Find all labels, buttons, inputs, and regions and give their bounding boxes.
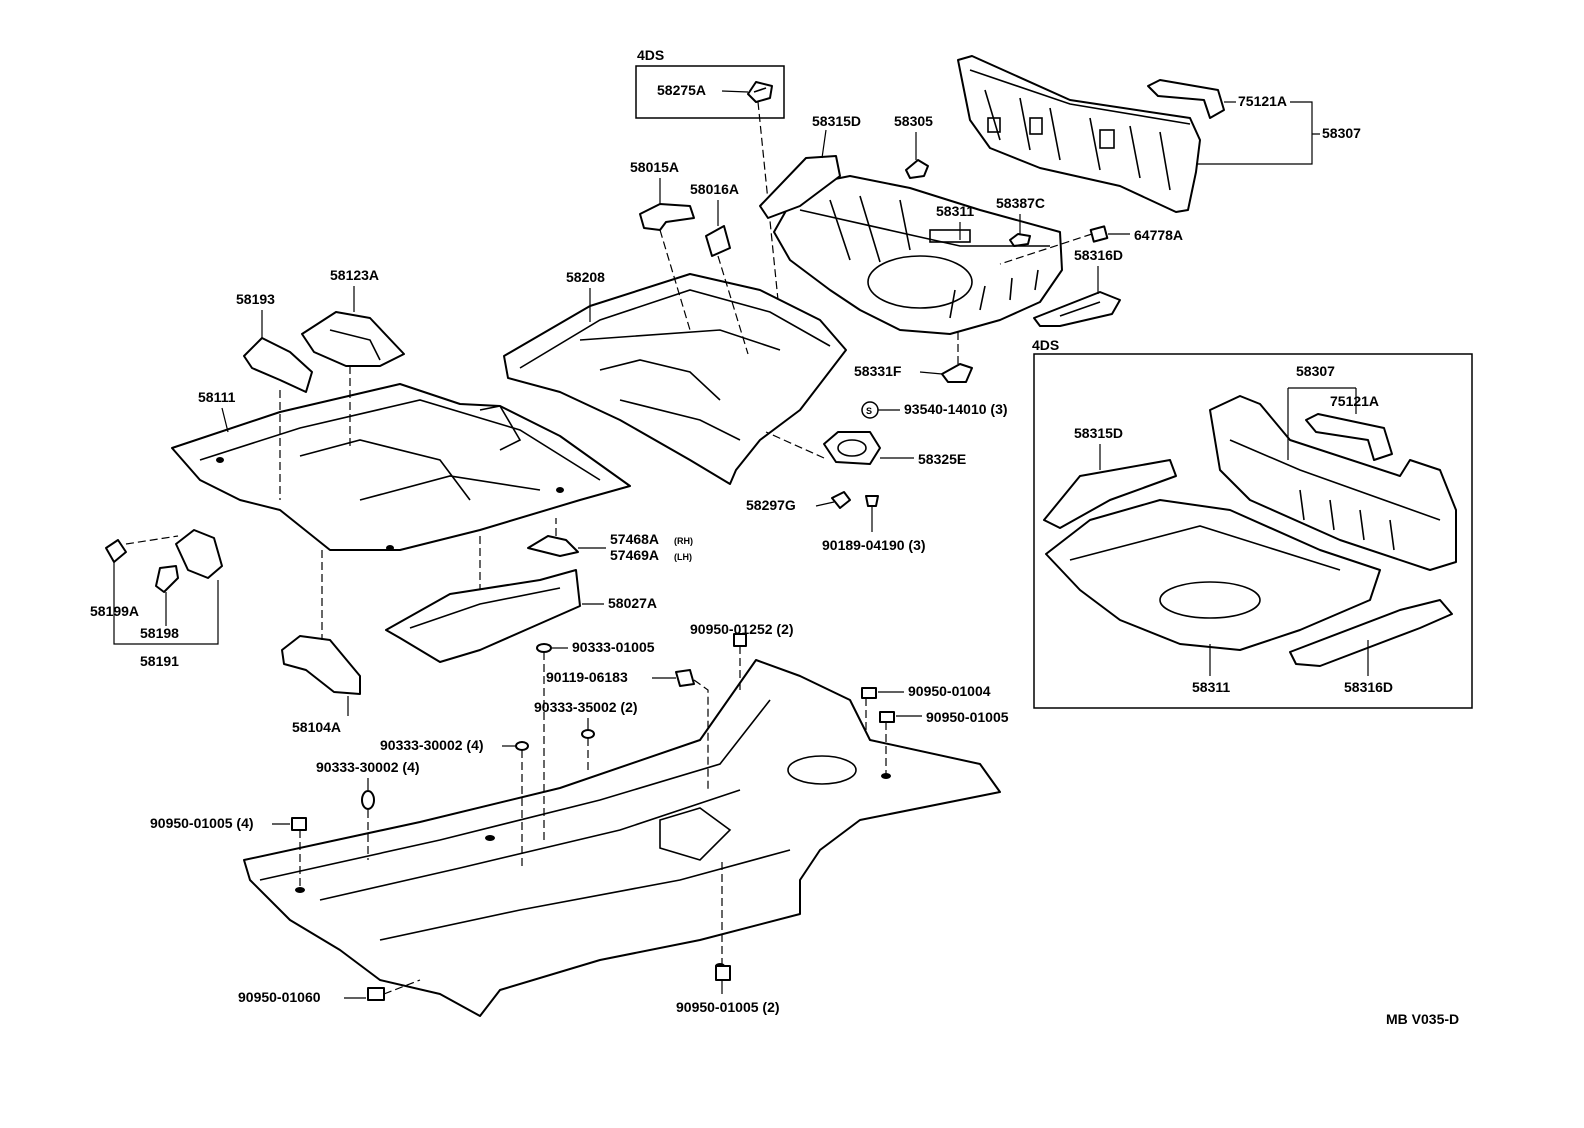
variant-label-top: 4DS [637, 47, 664, 63]
special-symbol: S [866, 406, 872, 416]
callout-75121A: 75121A [1238, 93, 1287, 109]
plug-90333-35002 [581, 729, 595, 739]
plug-90950-01005-2 [715, 965, 731, 981]
part-58305 [905, 159, 929, 179]
callout-box-58311: 58311 [1192, 679, 1230, 695]
callout-box-58307: 58307 [1296, 363, 1335, 379]
callout-57469A-side: (LH) [674, 552, 692, 562]
callout-90333-35002: 90333-35002 (2) [534, 699, 638, 715]
callout-90119-06183: 90119-06183 [546, 669, 628, 685]
callout-58104A: 58104A [292, 719, 341, 735]
callout-58123A: 58123A [330, 267, 379, 283]
callout-box-58316D: 58316D [1344, 679, 1393, 695]
callout-box-58315D: 58315D [1074, 425, 1123, 441]
callout-90333-30002-b: 90333-30002 (4) [316, 759, 420, 775]
callout-58325E: 58325E [918, 451, 966, 467]
variant-box-top [635, 65, 785, 119]
callout-57468A-side: (RH) [674, 536, 693, 546]
plug-90950-01005 [879, 711, 895, 723]
part-58316D-member [1033, 291, 1121, 327]
callout-58015A: 58015A [630, 159, 679, 175]
plug-90950-01060 [367, 987, 385, 1001]
callout-90189-04190: 90189-04190 (3) [822, 537, 926, 553]
callout-58316D: 58316D [1074, 247, 1123, 263]
part-58198 [155, 565, 179, 593]
callout-58111: 58111 [198, 389, 236, 405]
part-58315D-box-bracket [1043, 459, 1177, 529]
callout-90950-01005: 90950-01005 [926, 709, 1009, 725]
part-58208-center-floor [503, 273, 847, 485]
variant-box-right [1033, 353, 1473, 709]
part-58191-housing [175, 529, 223, 579]
part-58307-rear-panel [957, 55, 1201, 213]
plug-90950-01005-4 [291, 817, 307, 831]
callout-box-75121A: 75121A [1330, 393, 1379, 409]
plug-90333-30002-b [361, 790, 375, 810]
part-58111-front-floor [171, 383, 631, 551]
callout-58331F: 58331F [854, 363, 902, 379]
variant-label-right: 4DS [1032, 337, 1059, 353]
part-58297G [831, 491, 851, 509]
callout-90950-01060: 90950-01060 [238, 989, 321, 1005]
part-90189-04190 [865, 495, 879, 507]
callout-90333-01005: 90333-01005 [572, 639, 655, 655]
callout-93540-14010: 93540-14010 (3) [904, 401, 1008, 417]
callout-58315D: 58315D [812, 113, 861, 129]
callout-58191: 58191 [140, 653, 179, 669]
callout-90950-01252: 90950-01252 (2) [690, 621, 794, 637]
part-58199A [105, 539, 127, 563]
callout-58275A: 58275A [657, 82, 706, 98]
callout-58387C: 58387C [996, 195, 1045, 211]
part-58104A [281, 635, 361, 695]
plug-90333-01005 [536, 643, 552, 653]
drawing-code: MB V035-D [1386, 1011, 1459, 1027]
part-58316D-box-member [1289, 599, 1453, 667]
callout-90950-01005-4: 90950-01005 (4) [150, 815, 254, 831]
callout-57469A: 57469A [610, 547, 659, 563]
callout-58193: 58193 [236, 291, 275, 307]
part-64778A [1089, 225, 1109, 243]
part-57468A [527, 535, 579, 557]
part-58193 [243, 337, 313, 393]
plug-90950-01004 [861, 687, 877, 699]
part-58307-box-panel [1209, 395, 1457, 571]
callout-90333-30002-a: 90333-30002 (4) [380, 737, 484, 753]
part-under-floor [243, 659, 1001, 1017]
part-58123A [301, 311, 405, 367]
plug-90333-30002-a [515, 741, 529, 751]
callout-58198: 58198 [140, 625, 179, 641]
part-75121A-brace [1147, 79, 1225, 119]
callout-58297G: 58297G [746, 497, 796, 513]
part-58311-box-floor [1045, 499, 1381, 651]
callout-58305: 58305 [894, 113, 933, 129]
part-58331F [941, 363, 973, 383]
part-58315D-bracket [759, 155, 841, 219]
part-58325E [823, 431, 881, 465]
callout-58208: 58208 [566, 269, 605, 285]
callout-90950-01005-2: 90950-01005 (2) [676, 999, 780, 1015]
callout-57468A: 57468A [610, 531, 659, 547]
part-58275A [747, 81, 773, 103]
callout-58027A: 58027A [608, 595, 657, 611]
callout-58307: 58307 [1322, 125, 1361, 141]
bolt-90119-06183 [675, 669, 695, 687]
part-58311-rear-floor [773, 175, 1063, 335]
part-58015A [639, 203, 695, 231]
part-58027A-tunnel-brace [385, 569, 581, 663]
part-75121A-box-brace [1305, 413, 1393, 461]
part-58016A [705, 225, 731, 257]
callout-90950-01004: 90950-01004 [908, 683, 991, 699]
callout-64778A: 64778A [1134, 227, 1183, 243]
callout-58311: 58311 [936, 203, 974, 219]
callout-58016A: 58016A [690, 181, 739, 197]
part-58387C-plug [1009, 233, 1031, 247]
